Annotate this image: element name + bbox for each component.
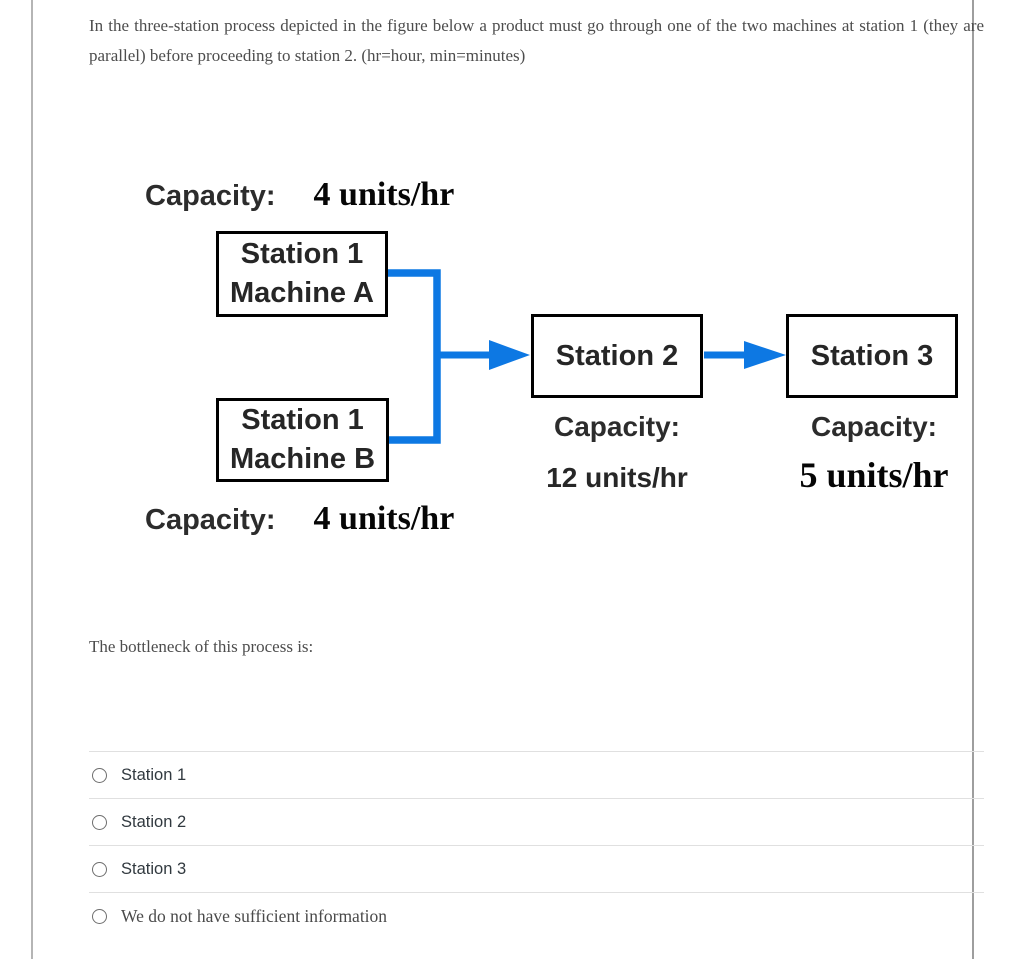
option-station-3[interactable]: Station 3 <box>89 845 984 892</box>
station1-machine-b-box: Station 1 Machine B <box>216 398 389 482</box>
capacity-value: 4 units/hr <box>313 176 455 213</box>
question-panel: In the three-station process depicted in… <box>31 0 984 959</box>
option-label: Station 1 <box>121 765 187 784</box>
option-label: We do not have sufficient information <box>121 905 388 926</box>
station2-box: Station 2 <box>531 314 703 398</box>
capacity-value: 4 units/hr <box>313 500 455 537</box>
station2-capacity-value: 12 units/hr <box>546 462 688 493</box>
radio-button[interactable] <box>92 908 107 924</box>
option-label: Station 2 <box>121 812 187 831</box>
merge-connector-line <box>386 269 441 444</box>
station1-machine-b-line2: Machine B <box>229 443 376 475</box>
arrow-to-station3-head-icon <box>744 341 786 369</box>
arrow-to-station2-head-icon <box>489 340 530 370</box>
capacity-label: Capacity: <box>145 180 276 212</box>
option-label: Station 3 <box>121 859 187 878</box>
station1-machine-a-line1: Station 1 <box>240 238 364 270</box>
option-station-1[interactable]: Station 1 <box>89 751 984 798</box>
question-text: In the three-station process depicted in… <box>89 16 984 65</box>
question-prompt: The bottleneck of this process is: <box>89 637 314 656</box>
station2-capacity: Capacity: 12 units/hr <box>531 410 703 495</box>
machine-a-capacity-label: Capacity: 4 units/hr <box>145 176 454 214</box>
station3-box: Station 3 <box>786 314 958 398</box>
station2-capacity-label: Capacity: <box>553 411 681 442</box>
station3-name: Station 3 <box>810 339 934 372</box>
option-station-2[interactable]: Station 2 <box>89 798 984 845</box>
station2-name: Station 2 <box>555 339 679 372</box>
option-insufficient-information[interactable]: We do not have sufficient information <box>89 892 984 939</box>
station3-capacity-value: 5 units/hr <box>799 455 949 495</box>
station3-capacity-label: Capacity: <box>810 411 938 442</box>
answer-options-list: Station 1 Station 2 Station 3 We do not … <box>89 751 984 939</box>
radio-button[interactable] <box>92 767 107 783</box>
station1-machine-b-line1: Station 1 <box>241 404 364 436</box>
radio-button[interactable] <box>92 814 107 830</box>
radio-button[interactable] <box>92 861 107 877</box>
station1-machine-a-box: Station 1 Machine A <box>216 231 388 317</box>
machine-b-capacity-label: Capacity: 4 units/hr <box>145 500 454 538</box>
station1-machine-a-line2: Machine A <box>230 277 374 309</box>
capacity-label: Capacity: <box>145 504 276 536</box>
station3-capacity: Capacity: 5 units/hr <box>774 410 974 495</box>
